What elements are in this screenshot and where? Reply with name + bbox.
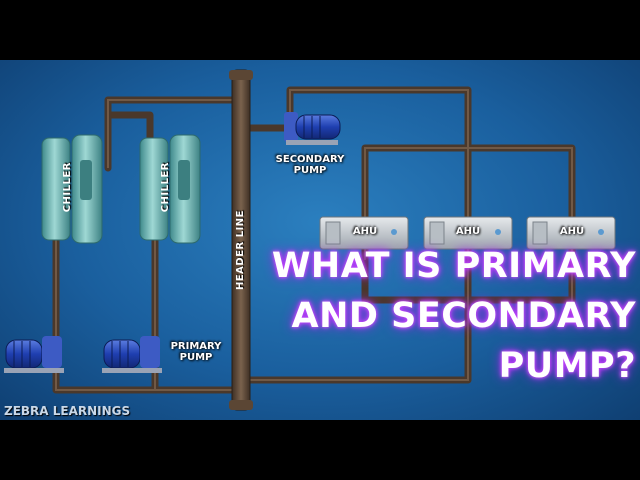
ahu-3-label: AHU — [559, 226, 585, 237]
secondary-pump-label: SECONDARY PUMP — [275, 154, 345, 176]
ahu-unit-1 — [319, 216, 409, 250]
chiller-1 — [41, 134, 103, 244]
chiller-2 — [139, 134, 201, 244]
pipe-chiller-link — [104, 111, 154, 144]
piping-diagram — [4, 69, 616, 411]
ahu-2-label: AHU — [455, 226, 481, 237]
diagram-scene: CHILLER CHILLER HEADER LINE SECONDARY PU… — [0, 60, 640, 420]
secondary-pump — [284, 112, 341, 145]
title-line-2: AND SECONDARY — [291, 296, 636, 336]
brand-watermark: ZEBRA LEARNINGS — [4, 404, 131, 418]
chiller-2-label: CHILLER — [160, 162, 171, 213]
ahu-1-label: AHU — [352, 226, 378, 237]
title-line-1: WHAT IS PRIMARY — [271, 246, 636, 286]
ahu-unit-3 — [526, 216, 616, 250]
ahu-unit-2 — [423, 216, 513, 250]
primary-pump-1 — [4, 336, 64, 373]
title-line-3: PUMP? — [498, 346, 636, 386]
pipe-ahu-return — [361, 256, 576, 304]
header-line-label: HEADER LINE — [235, 210, 246, 291]
chiller-1-label: CHILLER — [62, 162, 73, 213]
primary-pump-label: PRIMARY PUMP — [170, 341, 222, 363]
primary-pump-2 — [102, 336, 162, 373]
